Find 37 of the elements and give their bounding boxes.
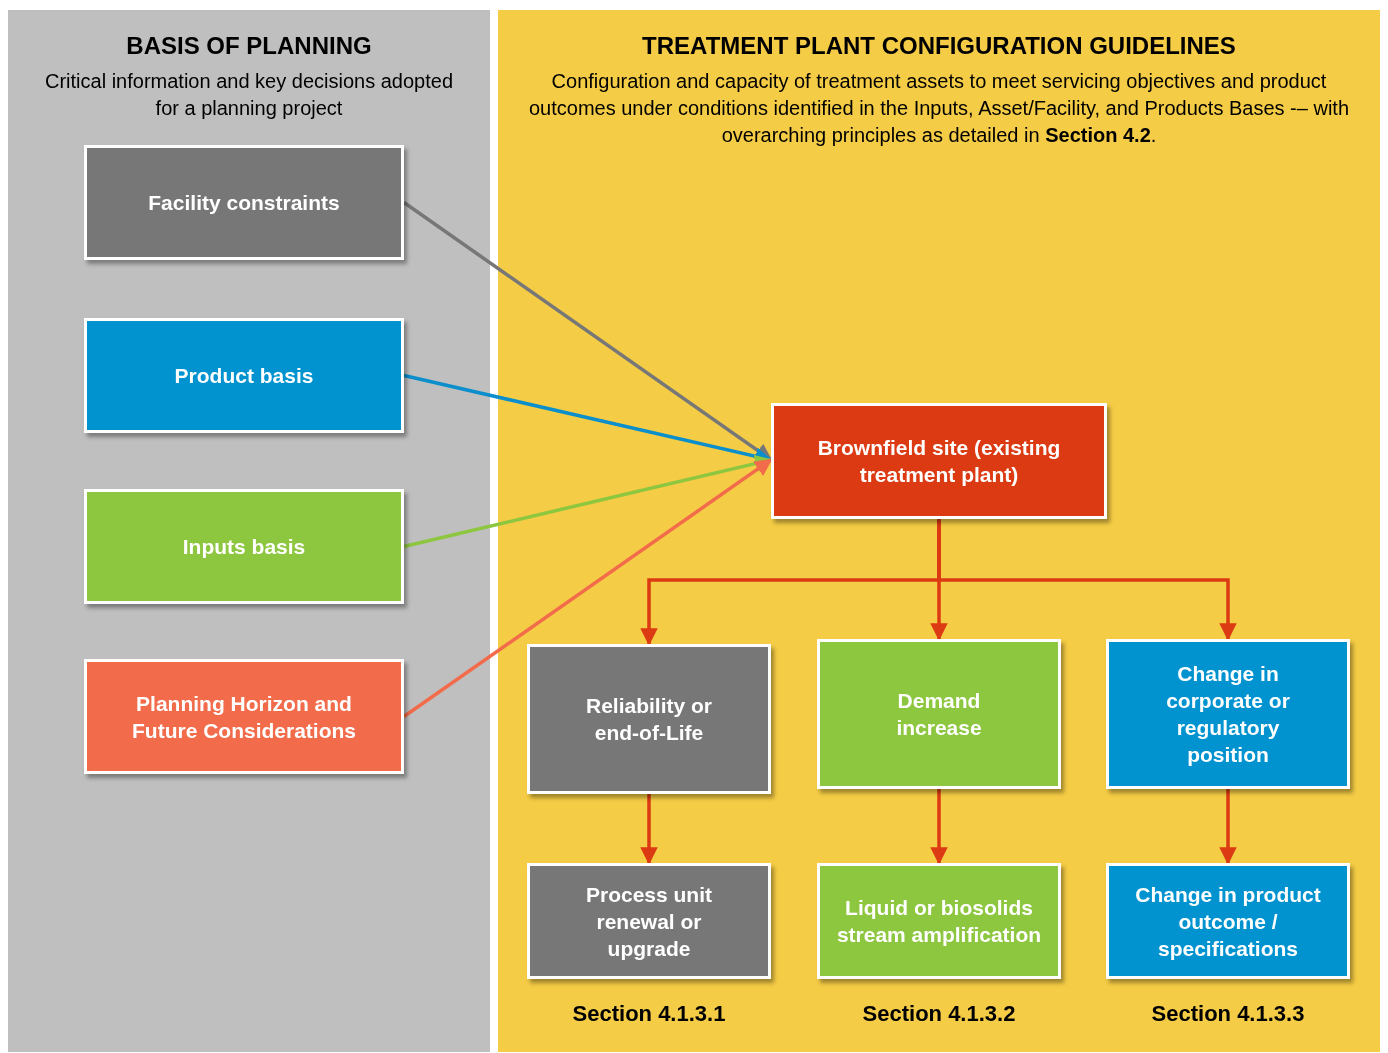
section-reference: Section 4.1.3.1: [571, 1001, 727, 1027]
process-box: [1106, 863, 1350, 979]
panel-heading: TREATMENT PLANT CONFIGURATION GUIDELINES: [641, 32, 1237, 60]
box-label: Change in product outcome / specifications: [1134, 881, 1322, 962]
process-box: [84, 659, 404, 774]
panel-background: [8, 10, 490, 1052]
section-reference: Section 4.1.3.2: [861, 1001, 1017, 1027]
box-label: Liquid or biosolids stream amplification: [835, 895, 1043, 948]
panel-description: Configuration and capacity of treatment assets to meet servicing objectives and product outcomes under conditions identified in the Inputs, Asset/Facility, and Products Bases -– with overarching principles as detailed in Section 4.2.: [527, 69, 1351, 148]
panel-heading: BASIS OF PLANNING: [125, 32, 373, 60]
box-label: Change in corporate or regulatory position: [1165, 661, 1291, 768]
box-label: Process unit renewal or upgrade: [584, 881, 713, 962]
process-box: [527, 644, 771, 794]
box-label: Demand increase: [895, 688, 983, 741]
box-label: Product basis: [174, 363, 314, 389]
arrow: [403, 458, 773, 718]
panel-background: [498, 10, 1380, 1052]
box-label: Facility constraints: [148, 190, 340, 216]
section-reference: Section 4.1.3.3: [1150, 1001, 1306, 1027]
box-label: Planning Horizon and Future Considerations: [131, 690, 357, 744]
box-label: Inputs basis: [182, 534, 306, 560]
panel-description: Critical information and key decisions adopted for a planning project: [44, 69, 454, 121]
process-box: [84, 489, 404, 604]
process-box: [771, 403, 1107, 519]
process-box: [84, 318, 404, 433]
process-box: [84, 145, 404, 260]
process-box: [817, 863, 1061, 979]
box-label: Brownfield site (existing treatment plant): [816, 435, 1062, 488]
arrow: [403, 454, 773, 549]
process-box: [527, 863, 771, 979]
arrow: [640, 794, 658, 865]
process-box: [1106, 639, 1350, 789]
arrow: [930, 789, 948, 865]
arrow: [937, 519, 1237, 641]
arrow: [1219, 789, 1237, 865]
process-box: [817, 639, 1061, 789]
box-label: Reliability or end-of-Life: [585, 693, 713, 746]
